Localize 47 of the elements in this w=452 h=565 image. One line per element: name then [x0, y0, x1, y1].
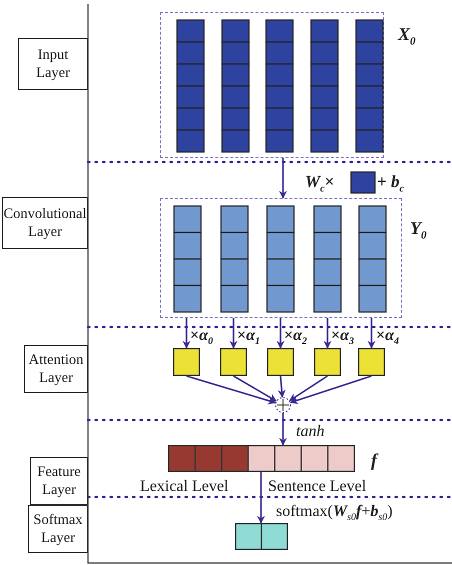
layer-name: Attention Layer [28, 350, 84, 388]
variable-label: f [371, 450, 377, 471]
layer-name: Softmax Layer [32, 510, 84, 548]
arrow [186, 375, 276, 404]
edge-label: tanh [296, 423, 324, 441]
feature-square [358, 348, 385, 376]
section-label: Lexical Level [140, 478, 228, 496]
formula-label: + b$_{c}$ [377, 172, 404, 194]
feature-vector [168, 445, 355, 472]
feature-square [267, 348, 294, 376]
sum-circle [275, 397, 291, 413]
edge-label: ×α$_{4}$ [376, 327, 399, 348]
arrow [289, 375, 328, 402]
arrow [182, 318, 190, 349]
dashed-group-box [160, 12, 384, 158]
layer-name: Input Layer [35, 46, 71, 82]
arrow [368, 318, 376, 349]
feature-square [314, 348, 341, 376]
arrow [276, 318, 284, 349]
edge-label: ×α$_{1}$ [237, 327, 260, 348]
feature-square [220, 348, 247, 376]
arrow [324, 318, 332, 349]
layer-label-box [18, 38, 88, 90]
feature-square [173, 348, 200, 376]
formula-label: W$_{c}$× [305, 172, 334, 194]
variable-label: Y$_{0}$ [410, 218, 426, 242]
arrow [257, 472, 265, 524]
layer-label-box [28, 505, 88, 553]
layer-label-box [24, 345, 88, 393]
arrow [278, 376, 286, 398]
layer-label-box [2, 197, 88, 249]
dashed-group-box [160, 198, 402, 318]
layer-name: Feature Layer [36, 462, 82, 500]
feature-vector [235, 523, 288, 550]
arrow [279, 158, 287, 199]
arrow [279, 413, 287, 446]
arrow [290, 375, 372, 404]
edge-label: ×α$_{3}$ [331, 327, 354, 348]
edge-label: softmax(W$_{s0}$f+b$_{s0}$) [276, 503, 393, 524]
variable-label: X$_{0}$ [398, 24, 416, 48]
edge-label: ×α$_{0}$ [190, 327, 213, 348]
arrow [233, 375, 277, 402]
edge-label: ×α$_{2}$ [284, 327, 307, 348]
arrow [230, 318, 238, 349]
layer-name: Convolutional Layer [4, 204, 86, 242]
section-label: Sentence Level [268, 478, 366, 496]
layer-label-box [30, 457, 88, 505]
